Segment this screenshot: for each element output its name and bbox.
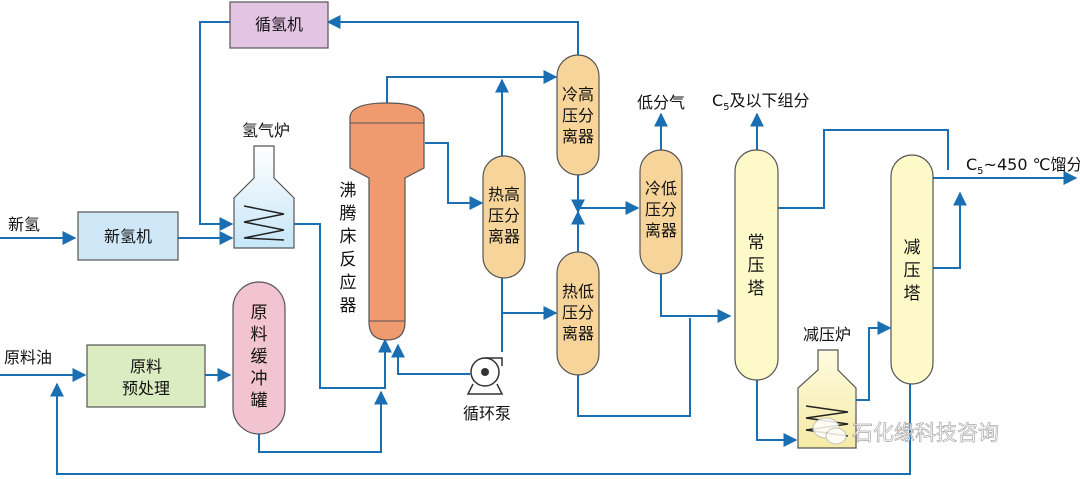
atmospheric-tower (734, 149, 779, 381)
cold-lp-sep-label-line: 离器 (645, 221, 677, 240)
flow-reactor-to-cold-hp (386, 70, 558, 103)
cold-hp-sep-label-line: 压分 (562, 106, 594, 125)
reactor-label-char: 应 (340, 273, 357, 293)
pretreat-label-line: 预处理 (122, 379, 170, 398)
recycle-compressor-label: 循氢机 (255, 15, 303, 34)
drum-label-char: 冲 (251, 369, 268, 389)
dist-prefix: C (966, 155, 977, 174)
flow-lines (0, 15, 1078, 475)
vacuum-tower (890, 154, 934, 385)
recycle-pump-label: 循环泵 (463, 404, 511, 423)
recycle-pump-icon (466, 357, 504, 395)
low-gas-label: 低分气 (637, 93, 685, 112)
cold-lp-separator (639, 149, 683, 275)
atm-tower-label-char: 常 (748, 233, 765, 253)
vac-tower-label-char: 压 (904, 261, 921, 281)
hot-hp-separator (482, 155, 526, 279)
hot-hp-sep-label-line: 离器 (488, 227, 520, 246)
reactor-label-char: 反 (340, 250, 357, 270)
flow-atm-to-vac-furnace (756, 380, 798, 447)
flow-vac-recycle (50, 382, 911, 475)
watermark-text: 石化缘科技咨询 (852, 421, 999, 445)
hot-lp-sep-label-line: 热低 (562, 282, 594, 301)
reactor-label-char: 沸 (340, 181, 357, 201)
cold-hp-sep-label-line: 离器 (562, 127, 594, 146)
pretreat-label-line: 原料 (130, 357, 162, 376)
feed-buffer-drum (232, 281, 286, 435)
hot-hp-sep-label-line: 压分 (488, 206, 520, 225)
vacuum-furnace (797, 349, 857, 449)
hot-hp-sep-label-line: 热高 (488, 185, 520, 204)
c5-product-label: C5及以下组分 (712, 91, 810, 113)
flow-pump-to-reactor (391, 343, 470, 375)
reactor-label-char: 床 (340, 227, 357, 247)
flow-atm-to-distillate (778, 129, 949, 209)
wechat-icon (812, 417, 847, 445)
hot-lp-sep-label-line: 离器 (562, 324, 594, 343)
drum-label-char: 罐 (251, 391, 268, 411)
hot-lp-sep-label-line: 压分 (562, 303, 594, 322)
dist-suffix: ~450 ℃馏分 (984, 155, 1080, 174)
flow-recycle-to-furnace (199, 21, 234, 231)
c5-suffix: 及以下组分 (730, 91, 810, 110)
c5-subscript: 5 (723, 102, 729, 113)
hydrogen-furnace-label: 氢气炉 (242, 121, 290, 140)
reactor-label: 沸 腾 床 反 应 器 (340, 181, 357, 316)
atm-tower-label-char: 塔 (748, 279, 765, 299)
atm-tower-label-char: 压 (748, 256, 765, 276)
makeup-compressor-label: 新氢机 (104, 227, 152, 246)
watermark: 石化缘科技咨询 (812, 417, 999, 445)
c5-prefix: C (712, 91, 723, 110)
flow-reactor-to-hot-hp (425, 142, 484, 210)
reactor-label-char: 腾 (340, 204, 357, 224)
cold-lp-sep-label-line: 压分 (645, 200, 677, 219)
fresh-h2-label: 新氢 (8, 215, 40, 234)
flow-drum-to-reactor (258, 390, 388, 453)
drum-label-char: 原 (251, 303, 268, 323)
cold-lp-sep-label-line: 冷低 (645, 179, 677, 198)
cold-hp-sep-label-line: 冷高 (562, 85, 594, 104)
hot-lp-separator (556, 251, 600, 376)
dist-subscript: 5 (977, 166, 983, 177)
vac-tower-label-char: 塔 (904, 284, 921, 304)
feed-oil-label: 原料油 (4, 348, 52, 367)
flow-vac-furnace-to-vac (856, 321, 892, 401)
makeup-compressor-box (77, 211, 179, 261)
distillate-product-label: C5~450 ℃馏分 (966, 155, 1080, 177)
flow-cold-hp-to-recycle (326, 15, 579, 55)
vacuum-furnace-label: 减压炉 (803, 325, 851, 344)
flow-hot-lp-to-atm (577, 318, 691, 417)
vac-tower-label-char: 减 (904, 238, 921, 258)
reactor-label-char: 器 (340, 296, 357, 316)
drum-label-char: 缓 (251, 347, 268, 367)
hydrogen-furnace (233, 145, 295, 249)
recycle-compressor-box (229, 1, 329, 49)
cold-hp-separator (556, 54, 600, 176)
flow-vac-to-distillate (933, 191, 967, 269)
drum-label-char: 料 (251, 325, 268, 345)
flow-cold-lp-to-atm (660, 274, 732, 323)
feed-pretreatment-box (86, 344, 206, 408)
flow-furnace-to-reactor (292, 223, 392, 389)
reactor-vessel (349, 102, 425, 341)
